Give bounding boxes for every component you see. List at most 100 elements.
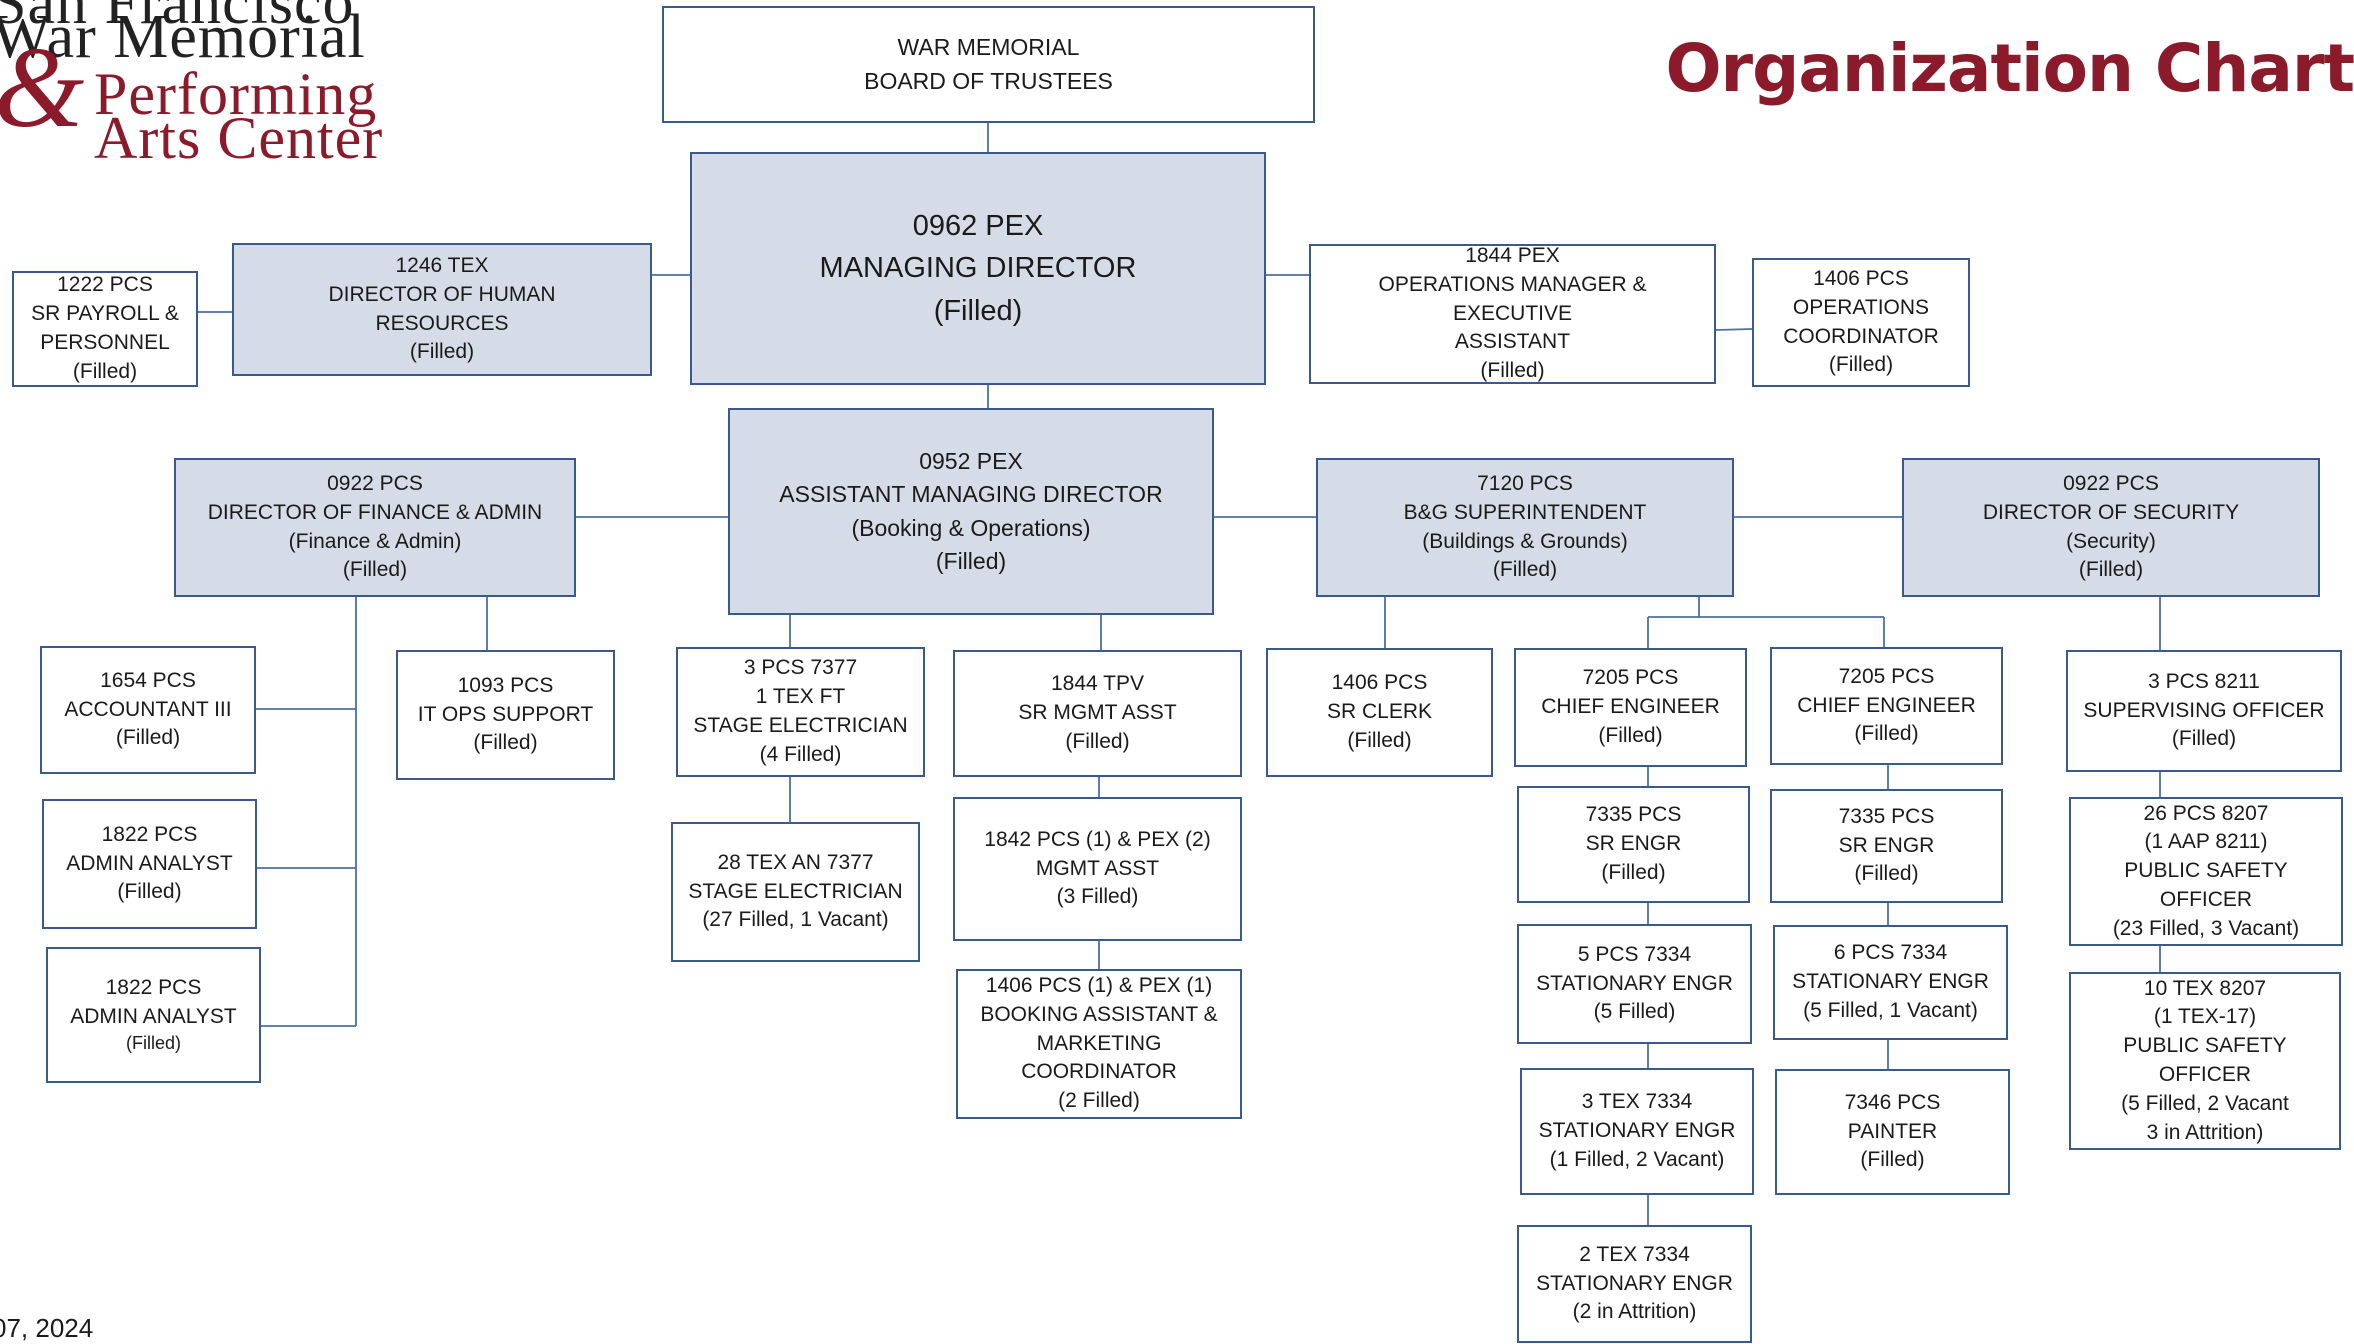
box-line: 0922 PCS xyxy=(2063,471,2159,495)
booking-assistant-box: 1406 PCS (1) & PEX (1) BOOKING ASSISTANT … xyxy=(956,969,1242,1119)
box-line: (Filled) xyxy=(1854,722,1919,746)
box-line: COORDINATOR xyxy=(1021,1060,1177,1084)
logo-line-4: Arts Center xyxy=(94,105,384,171)
box-line: (2 Filled) xyxy=(1058,1089,1140,1113)
box-line: (Security) xyxy=(2066,529,2156,553)
box-line: 3 in Attrition) xyxy=(2146,1120,2264,1144)
box-line: SR ENGR xyxy=(1838,833,1935,857)
box-line: 3 TEX 7334 xyxy=(1581,1090,1693,1114)
accountant-box: 1654 PCS ACCOUNTANT III (Filled) xyxy=(40,646,256,774)
box-line: (Filled) xyxy=(473,731,538,755)
sr-engineer-box-left: 7335 PCS SR ENGR (Filled) xyxy=(1517,786,1750,903)
logo-ampersand: & xyxy=(0,24,85,152)
box-line: STATIONARY ENGR xyxy=(1792,970,1989,994)
box-line: BOARD OF TRUSTEES xyxy=(864,67,1113,94)
box-line: (3 Filled) xyxy=(1056,885,1139,909)
page-title: Organization Chart xyxy=(1665,30,2354,107)
box-line: DIRECTOR OF FINANCE & ADMIN xyxy=(207,500,543,524)
box-line: (5 Filled, 2 Vacant xyxy=(2121,1091,2289,1115)
box-line: 7205 PCS xyxy=(1838,664,1935,688)
logo-line-1: San Francisco xyxy=(0,0,355,37)
box-line: 5 PCS 7334 xyxy=(1577,942,1692,966)
box-line: 1 TEX FT xyxy=(755,685,846,709)
box-line: (Filled) xyxy=(935,547,1007,574)
box-line: ADMIN ANALYST xyxy=(66,851,233,875)
box-line: SR ENGR xyxy=(1585,832,1682,856)
box-line: PUBLIC SAFETY OFFICER xyxy=(2124,859,2288,911)
box-line: 6 PCS 7334 xyxy=(1833,941,1948,965)
box-line: MARKETING xyxy=(1036,1031,1162,1055)
box-line: (Filled) xyxy=(1860,1148,1925,1172)
box-line: SR PAYROLL & xyxy=(31,302,179,326)
box-line: (Filled) xyxy=(342,558,408,582)
box-line: 1844 TPV xyxy=(1050,672,1144,696)
box-line: (1 TEX-17) xyxy=(2153,1005,2257,1029)
box-line: (Filled) xyxy=(409,340,475,364)
public-safety-officer-tex-box: 10 TEX 8207(1 TEX-17)PUBLIC SAFETY OFFIC… xyxy=(2069,972,2341,1150)
box-line: 1654 PCS xyxy=(100,668,196,692)
mgmt-asst-box: 1842 PCS (1) & PEX (2)MGMT ASST(3 Filled… xyxy=(953,797,1242,941)
box-line: PAINTER xyxy=(1847,1119,1938,1143)
box-line: ADMIN ANALYST xyxy=(70,1004,237,1028)
box-line: SUPERVISING OFFICER xyxy=(2083,698,2325,722)
sr-engineer-box-right: 7335 PCS SR ENGR (Filled) xyxy=(1770,789,2003,903)
box-line: 0922 PCS xyxy=(327,471,423,495)
box-line: (Filled) xyxy=(125,1033,181,1054)
box-line: SR MGMT ASST xyxy=(1018,701,1177,725)
box-line: (Buildings & Grounds) xyxy=(1422,529,1628,553)
box-line: 7335 PCS xyxy=(1585,803,1682,827)
organization-logo: San Francisco War Memorial & Performing … xyxy=(0,0,492,178)
box-line: (Filled) xyxy=(1492,558,1558,582)
box-line: 0952 PEX xyxy=(919,447,1023,474)
box-line: (Filled) xyxy=(1065,729,1130,753)
box-line: (5 Filled, 1 Vacant) xyxy=(1803,998,1978,1022)
box-line: ACCOUNTANT III xyxy=(64,697,232,721)
box-line: MANAGING DIRECTOR xyxy=(819,252,1137,285)
box-line: 3 PCS 7377 xyxy=(743,656,858,680)
box-line: IT OPS SUPPORT xyxy=(417,702,594,726)
box-line: 1822 PCS xyxy=(105,975,202,999)
box-line: 10 TEX 8207 xyxy=(2143,976,2267,1000)
admin-analyst-box-2: 1822 PCS ADMIN ANALYST (Filled) xyxy=(46,947,261,1083)
box-line: (Filled) xyxy=(1601,860,1666,884)
box-line: 2 TEX 7334 xyxy=(1579,1242,1690,1266)
box-line: 3 PCS 8211 xyxy=(2148,669,2260,693)
box-line: 1246 TEX xyxy=(395,253,489,277)
chief-engineer-box-right: 7205 PCS CHIEF ENGINEER (Filled) xyxy=(1770,647,2003,765)
box-line: BOOKING ASSISTANT & xyxy=(980,1002,1218,1026)
box-line: 1222 PCS xyxy=(57,273,153,297)
box-line: (Filled) xyxy=(1480,359,1545,383)
security-director-box: 0922 PCS DIRECTOR OF SECURITY (Security) (F… xyxy=(1902,458,2320,597)
box-line: 28 TEX AN 7377 xyxy=(717,850,874,874)
box-line: (Filled) xyxy=(2171,727,2237,751)
box-line: 7335 PCS xyxy=(1838,804,1935,828)
box-line: 7120 PCS xyxy=(1477,471,1573,495)
public-safety-officer-pcs-box: 26 PCS 8207(1 AAP 8211)PUBLIC SAFETY OFF… xyxy=(2069,797,2343,946)
box-line: 1406 PCS (1) & PEX (1) xyxy=(985,974,1213,998)
box-line: (Filled) xyxy=(2078,558,2144,582)
box-line: 1842 PCS (1) & PEX (2) xyxy=(984,827,1211,851)
box-line: SR CLERK xyxy=(1326,700,1433,724)
box-line: STATIONARY ENGR xyxy=(1536,971,1733,995)
footer-date: 07, 2024 xyxy=(0,1313,94,1343)
box-line: RESOURCES xyxy=(375,311,509,335)
box-line: DIRECTOR OF SECURITY xyxy=(1982,500,2240,524)
box-line: 0962 PEX xyxy=(912,210,1044,243)
box-line: ASSISTANT xyxy=(1454,330,1571,354)
box-line: (Filled) xyxy=(1828,353,1894,377)
box-line: (Filled) xyxy=(1854,862,1919,886)
box-line: CHIEF ENGINEER xyxy=(1797,693,1976,717)
box-line: (Filled) xyxy=(115,726,181,750)
